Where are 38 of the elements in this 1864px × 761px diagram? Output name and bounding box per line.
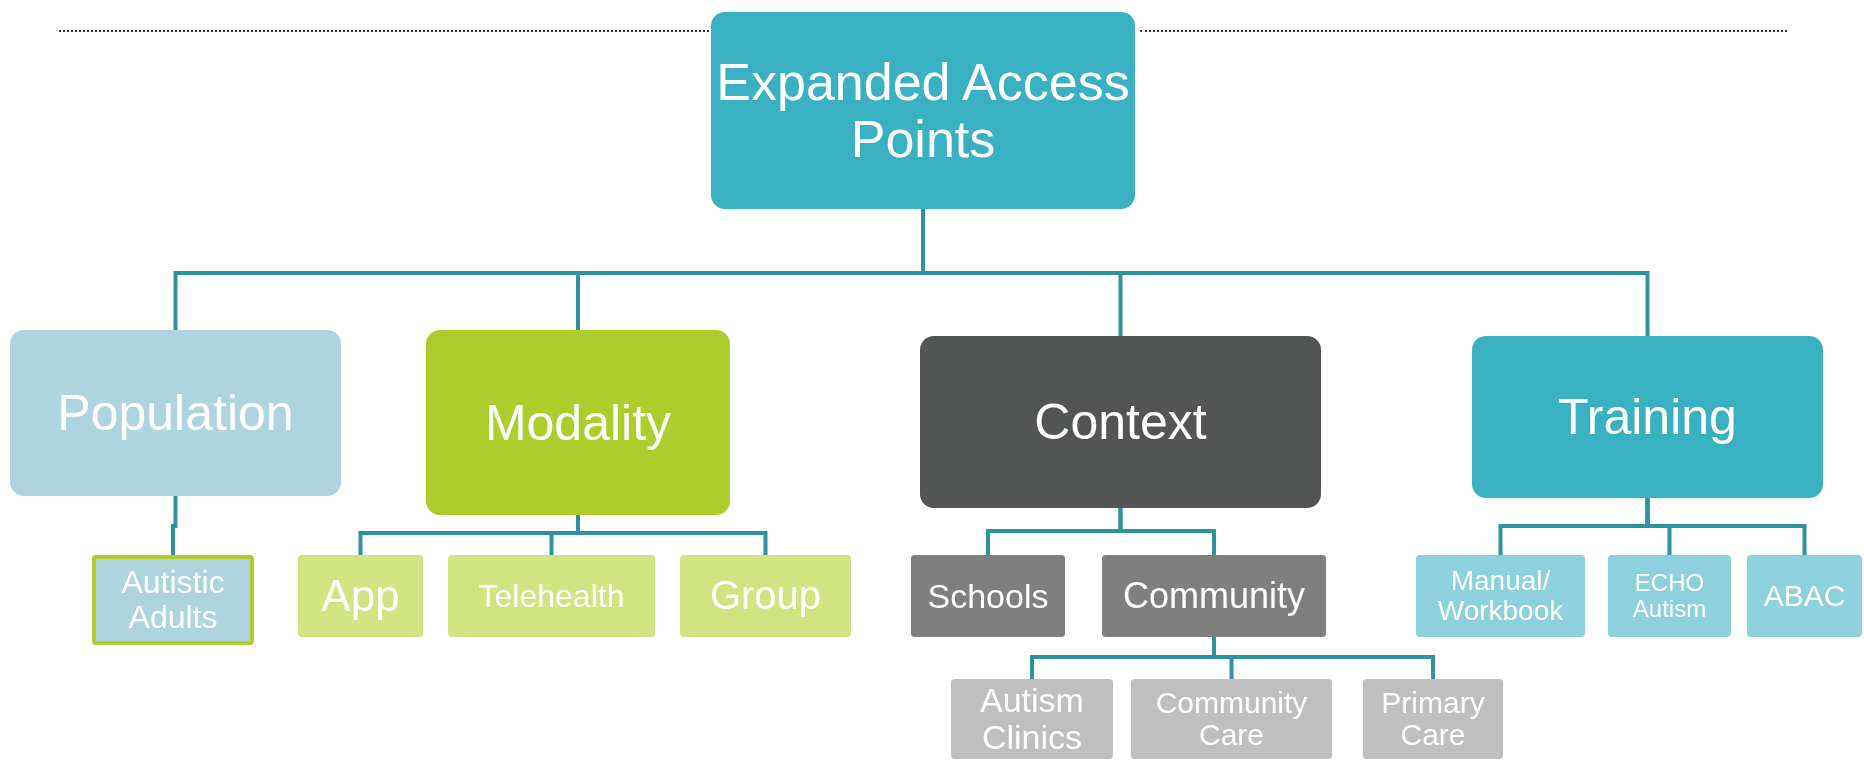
- node-box: [448, 555, 655, 637]
- node-box: [1472, 336, 1823, 498]
- node-label: Telehealth: [478, 578, 625, 614]
- node-box: [1131, 679, 1332, 759]
- node-label: Primary Care: [1380, 686, 1486, 752]
- connector-line: [171, 496, 178, 555]
- node-label: Community Care: [1154, 686, 1309, 752]
- node-label: Schools: [927, 577, 1049, 615]
- node-box: [92, 555, 254, 645]
- node-label: Community: [1122, 576, 1305, 616]
- node-label: Training: [1558, 390, 1737, 444]
- node-label: ECHO Autism: [1631, 570, 1708, 622]
- node-label: Context: [1034, 395, 1207, 449]
- node-box: [680, 555, 851, 637]
- node-box: [920, 336, 1321, 508]
- node-box: [1363, 679, 1503, 759]
- node-box: [298, 555, 423, 637]
- node-label: App: [321, 572, 400, 620]
- node-box: [911, 555, 1065, 637]
- node-box: [951, 679, 1113, 759]
- node-box: [10, 330, 341, 496]
- node-label: ABAC: [1763, 579, 1846, 613]
- node-box: [1102, 555, 1326, 637]
- connector-line: [1645, 498, 1807, 555]
- node-box: [711, 12, 1135, 209]
- node-box: [1416, 555, 1585, 637]
- node-label: Group: [709, 574, 822, 618]
- node-box: [426, 330, 730, 515]
- connector-line: [1118, 508, 1216, 555]
- node-label: Autism Clinics: [979, 682, 1085, 756]
- node-label: Expanded Access Points: [715, 54, 1131, 167]
- node-label: Manual/ Workbook: [1436, 565, 1565, 627]
- connector-line: [576, 515, 768, 555]
- node-box: [1747, 555, 1862, 637]
- node-label: Autistic Adults: [120, 565, 226, 635]
- node-label: Population: [57, 386, 294, 440]
- node-label: Modality: [484, 395, 672, 450]
- node-box: [1608, 555, 1731, 637]
